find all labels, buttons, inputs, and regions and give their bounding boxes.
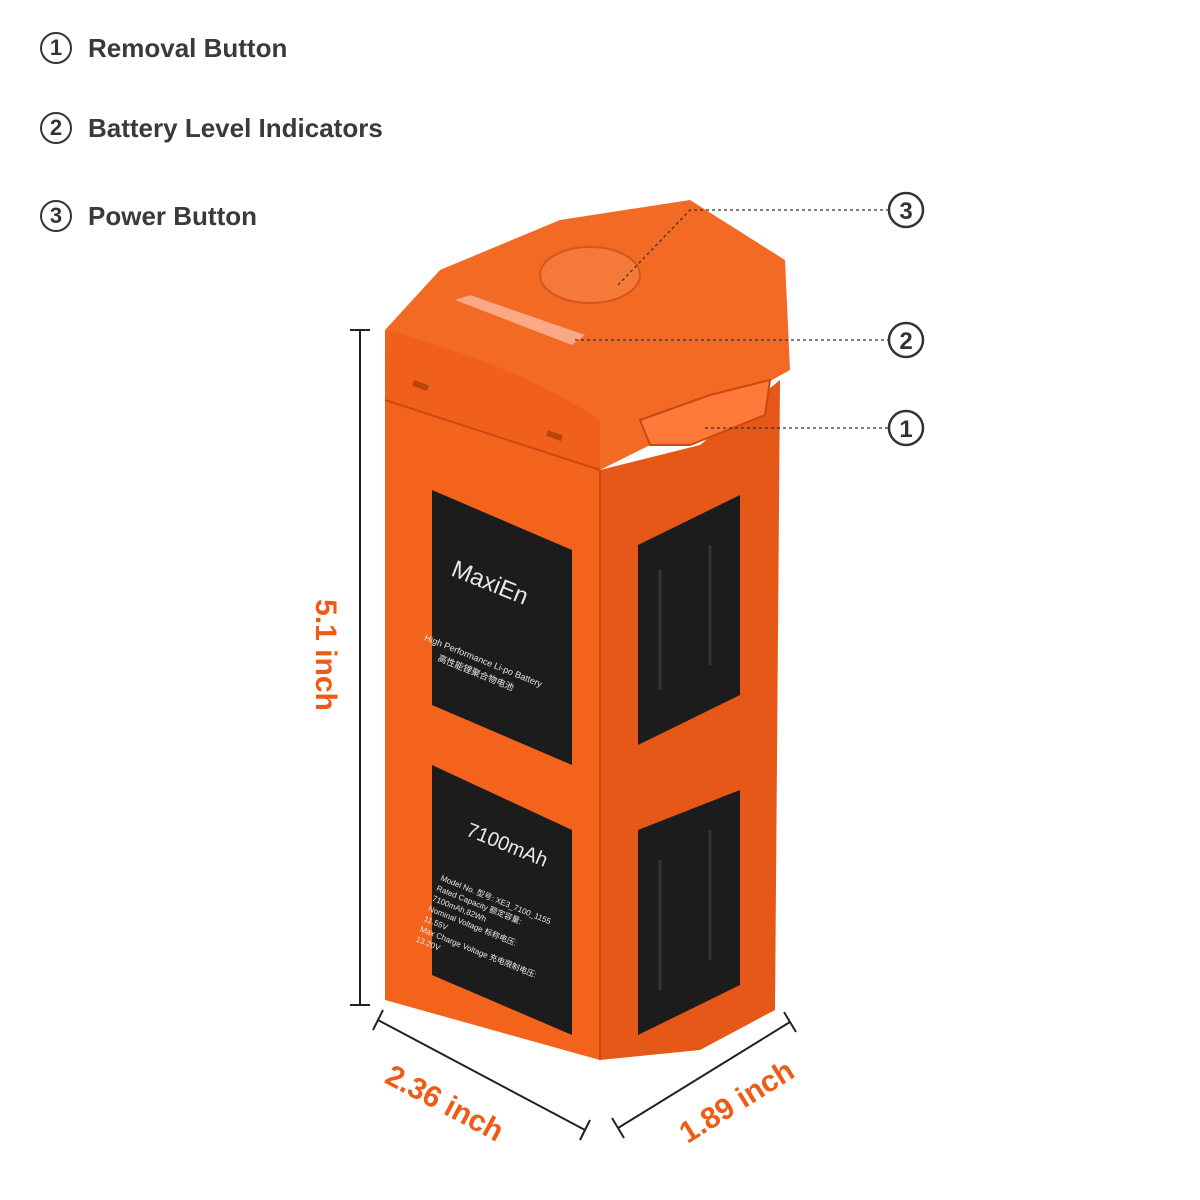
side-panel-top <box>638 495 740 745</box>
callout-number-3: 3 <box>899 198 912 225</box>
power-button <box>539 246 641 304</box>
vent-slot-left <box>411 380 430 392</box>
callout-circle-1 <box>887 409 925 447</box>
callout-circle-2 <box>887 321 925 359</box>
width-dimension-line <box>377 1019 586 1131</box>
side-panel-bottom <box>638 790 740 1035</box>
side-vent-dashes <box>658 545 712 990</box>
removal-button <box>638 378 772 446</box>
legend-label-power-button: Power Button <box>88 200 257 231</box>
dimension-lines <box>350 329 797 1141</box>
front-label-bottom <box>432 765 572 1035</box>
legend-label-removal-button: Removal Button <box>88 32 288 63</box>
legend-number-2: 2 <box>40 112 72 144</box>
front-label-top <box>432 490 572 765</box>
cap-seam <box>384 399 601 471</box>
legend-number-1: 1 <box>40 32 72 64</box>
battery-level-indicators <box>455 295 585 345</box>
legend-item-removal-button: 1 Removal Button <box>40 28 287 68</box>
callout-number-2: 2 <box>899 328 912 355</box>
callout-number-1: 1 <box>899 416 912 443</box>
callout-circle-3 <box>887 191 925 229</box>
depth-dimension-line <box>617 1021 791 1129</box>
legend-number-3: 3 <box>40 200 72 232</box>
vent-slot-right <box>545 430 564 442</box>
battery-illustration: MaxiEn High Performance Li-po Battery 高性… <box>384 200 790 1060</box>
legend-label-battery-level-indicators: Battery Level Indicators <box>88 112 383 143</box>
callout-lines <box>575 209 888 429</box>
depth-dimension-label: 1.89 inch <box>674 1054 800 1150</box>
callout-line-3 <box>617 209 888 286</box>
callout-markers: 3 2 1 <box>887 191 925 447</box>
legend-item-power-button: 3 Power Button <box>40 196 257 236</box>
height-dimension-label: 5.1 inch <box>309 599 342 711</box>
legend-item-battery-level-indicators: 2 Battery Level Indicators <box>40 108 383 148</box>
width-dimension-label: 2.36 inch <box>380 1059 509 1148</box>
